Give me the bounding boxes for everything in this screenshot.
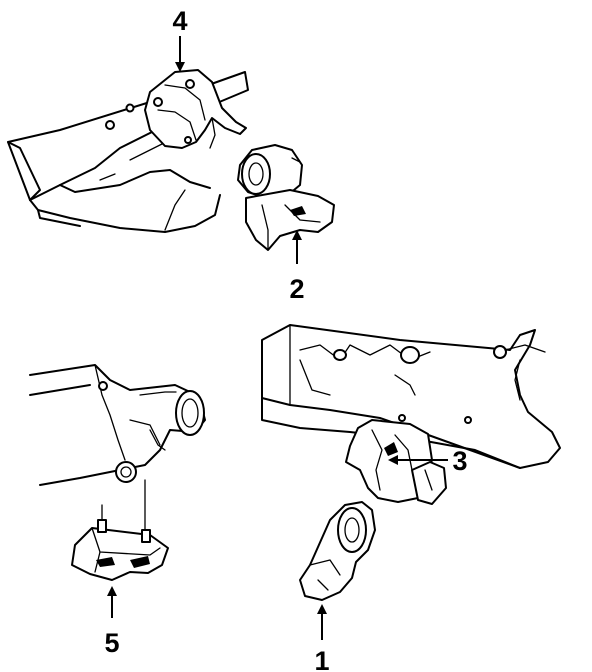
engine-bracket-part-4 (105, 69, 247, 149)
transmission-mount-part-5 (71, 519, 169, 581)
lower-engine-assembly (261, 324, 561, 601)
engine-mount-part-1 (299, 501, 376, 601)
callout-label-2: 2 (289, 274, 304, 304)
engine-mount-part-2 (237, 144, 335, 251)
upper-engine-assembly (7, 69, 335, 251)
callout-1: 1 (314, 604, 330, 672)
callout-3: 3 (388, 446, 468, 476)
callout-2: 2 (289, 230, 305, 304)
transmission-assembly (29, 364, 206, 581)
callout-label-3: 3 (452, 446, 467, 476)
callout-5: 5 (104, 586, 120, 658)
engine-bracket-part-3 (345, 419, 447, 505)
callout-4: 4 (172, 6, 188, 72)
callout-label-5: 5 (104, 628, 119, 658)
callout-label-4: 4 (172, 6, 187, 36)
callout-label-1: 1 (314, 646, 329, 672)
